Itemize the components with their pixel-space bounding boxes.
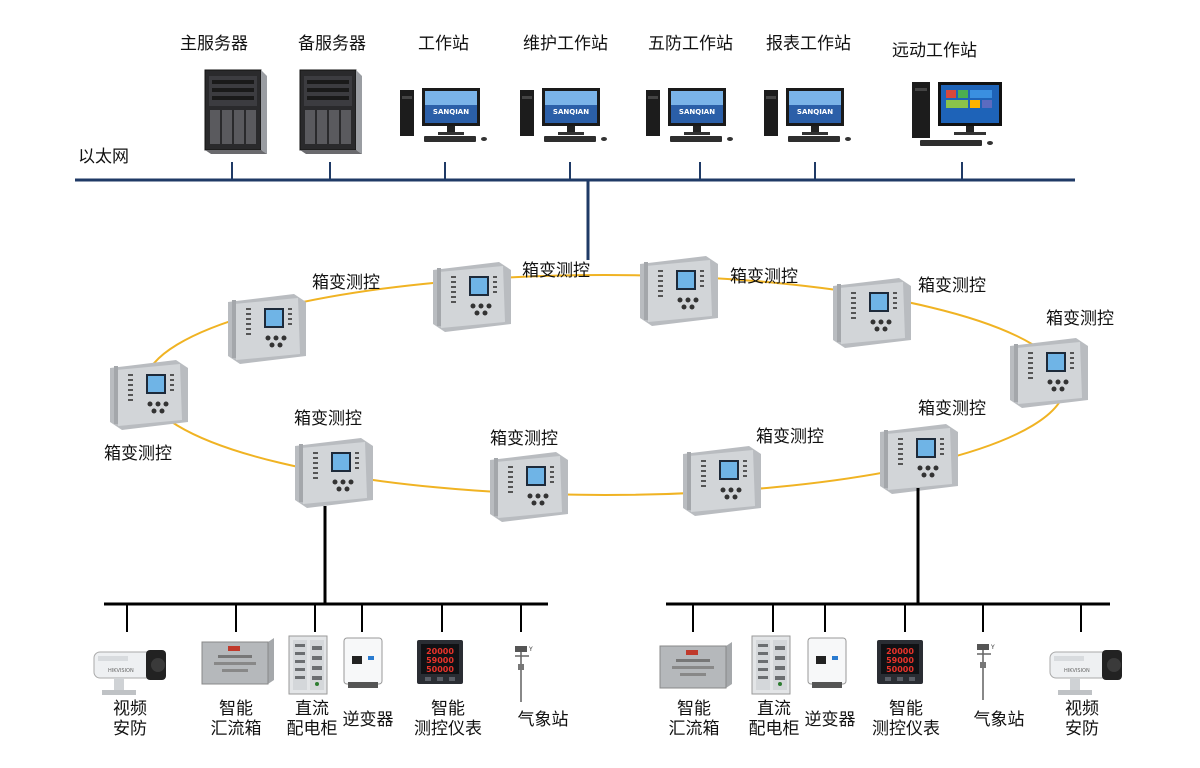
weather-station-icon (514, 645, 534, 703)
left-branch-drops (126, 604, 522, 632)
left-item-camera-label: 视频安防 (113, 699, 147, 739)
ring-device-2-label: 箱变测控 (522, 261, 590, 281)
left-item-combiner-label: 智能汇流箱 (210, 699, 262, 739)
dc-cabinet-icon (751, 635, 791, 695)
right-branch-drops (692, 604, 1082, 632)
ring-device-7-icon (880, 424, 958, 494)
maintenance-workstation-icon (520, 88, 607, 142)
station-label-workstation: 工作站 (418, 34, 469, 54)
backup-server-icon (299, 69, 363, 155)
ring-device-9-icon (490, 452, 568, 522)
combiner-box-icon (659, 641, 733, 689)
right-item-inverter-label: 逆变器 (804, 710, 856, 730)
ring-device-3-label: 箱变测控 (730, 267, 798, 287)
left-item-meter-label: 智能测控仪表 (414, 699, 482, 739)
station-label-backup-server: 备服务器 (298, 34, 366, 54)
ethernet-label: 以太网 (78, 147, 129, 167)
meter-icon (877, 640, 923, 684)
meter-icon (417, 640, 463, 684)
right-item-weather-label: 气象站 (973, 710, 1025, 730)
right-item-combiner-label: 智能汇流箱 (668, 699, 720, 739)
ring-device-5-icon (1010, 338, 1088, 408)
ring-device-5-label: 箱变测控 (1046, 309, 1114, 329)
inverter-icon (343, 637, 383, 689)
station-label-telecontrol: 远动工作站 (892, 41, 977, 61)
ring-device-10-icon (295, 438, 373, 508)
ring-device-4-icon (833, 278, 911, 348)
weather-station-icon (976, 643, 996, 701)
report-workstation-icon (764, 88, 851, 142)
ring-device-10-label: 箱变测控 (294, 409, 362, 429)
ring-device-8-icon (683, 446, 761, 516)
ring-device-3-icon (640, 256, 718, 326)
right-item-meter-label: 智能测控仪表 (872, 699, 940, 739)
camera-icon (1049, 649, 1123, 696)
ring-device-9-label: 箱变测控 (490, 429, 558, 449)
left-item-inverter-label: 逆变器 (342, 710, 394, 730)
station-label-primary-server: 主服务器 (180, 34, 248, 54)
telecontrol-workstation-icon (912, 82, 1002, 146)
ring-device-1-icon (228, 294, 306, 364)
inverter-icon (807, 637, 847, 689)
ethernet-drop-lines (231, 162, 963, 180)
ring-device-8-label: 箱变测控 (756, 427, 824, 447)
ring-device-6-icon (110, 360, 188, 430)
station-label-maintenance: 维护工作站 (523, 34, 608, 54)
ring-device-1-label: 箱变测控 (312, 273, 380, 293)
workstation-icon (400, 88, 487, 142)
ring-device-7-label: 箱变测控 (918, 399, 986, 419)
primary-server-icon (204, 69, 268, 155)
combiner-box-icon (201, 637, 275, 685)
station-label-report: 报表工作站 (766, 34, 851, 54)
ring-device-2-icon (433, 262, 511, 332)
station-label-five-defense: 五防工作站 (648, 34, 733, 54)
camera-icon (93, 649, 167, 696)
dc-cabinet-icon (288, 635, 328, 695)
left-item-weather-label: 气象站 (517, 710, 569, 730)
right-item-dc-cabinet-label: 直流配电柜 (748, 699, 800, 739)
five-defense-workstation-icon (646, 88, 733, 142)
right-item-camera-label: 视频安防 (1065, 699, 1099, 739)
ring-device-4-label: 箱变测控 (918, 276, 986, 296)
left-item-dc-cabinet-label: 直流配电柜 (286, 699, 338, 739)
ring-device-6-label: 箱变测控 (104, 444, 172, 464)
